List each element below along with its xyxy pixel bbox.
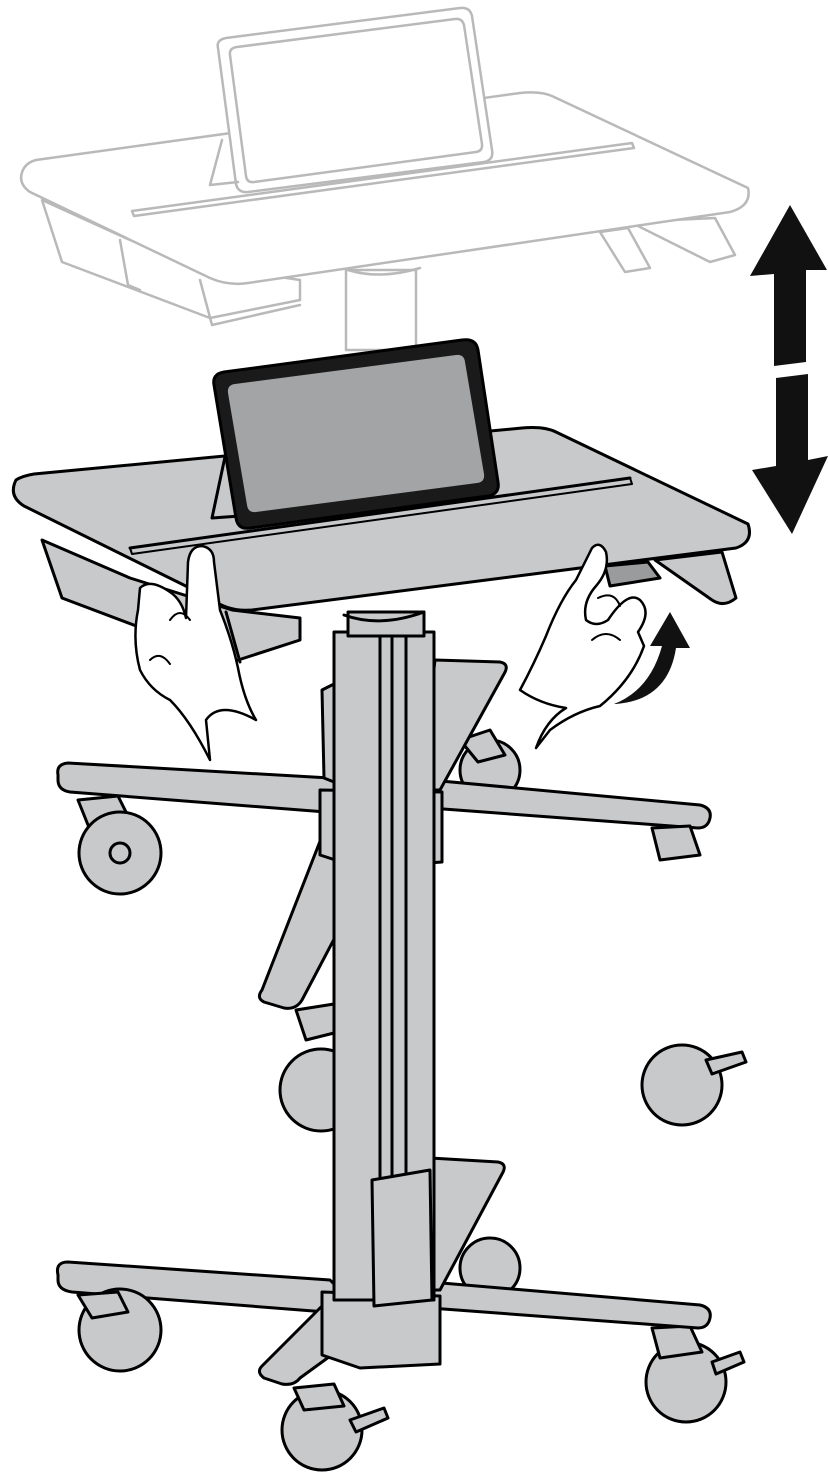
release-lever <box>605 562 660 586</box>
raised-cart-ghost <box>21 8 749 350</box>
base-leg-right <box>430 780 710 828</box>
ghost-tablet <box>218 8 493 192</box>
column-rear-bracket <box>322 684 334 782</box>
column-foot-cover <box>372 1170 432 1306</box>
cart-column <box>322 612 434 1306</box>
caster-front-right <box>642 826 746 1125</box>
double-arrow-icon <box>750 205 828 534</box>
ghost-handle <box>600 228 650 272</box>
handle-right <box>655 552 736 604</box>
ghost-column <box>346 270 416 350</box>
tablet <box>212 340 498 529</box>
caster-front-left <box>78 796 161 894</box>
